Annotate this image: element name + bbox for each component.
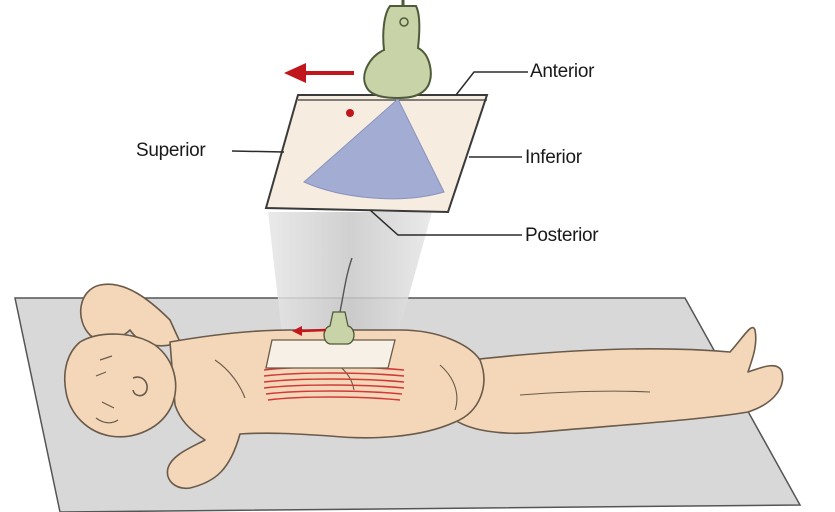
patient-head bbox=[65, 334, 176, 437]
large-probe bbox=[364, 0, 431, 98]
superior-leader-line bbox=[232, 151, 284, 152]
anterior-leader-line bbox=[456, 72, 528, 95]
large-probe-body bbox=[364, 6, 431, 98]
anterior-label: Anterior bbox=[530, 62, 594, 81]
orientation-marker-dot bbox=[346, 109, 354, 117]
superior-label: Superior bbox=[136, 141, 205, 160]
posterior-label: Posterior bbox=[525, 226, 598, 245]
inferior-label: Inferior bbox=[525, 148, 582, 167]
large-orientation-arrow bbox=[284, 63, 354, 83]
